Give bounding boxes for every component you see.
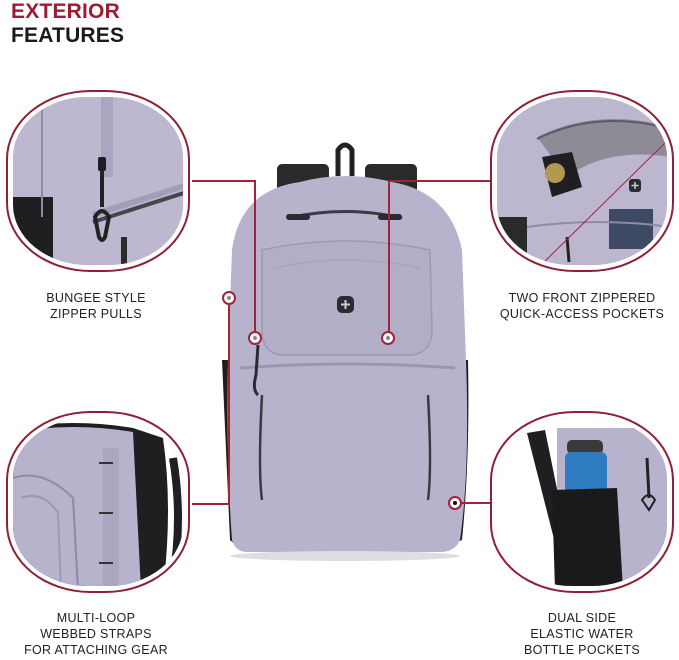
water-bottle-closeup-image [497,418,667,586]
callout-front-pockets [490,90,674,272]
hotspot-water-bottle-pockets[interactable] [448,496,462,510]
hotspot-webbed-straps[interactable] [222,291,236,305]
webbed-strap-closeup-image [13,418,183,586]
caption-front-pockets: TWO FRONT ZIPPERED QUICK-ACCESS POCKETS [499,291,665,321]
caption-zipper-pulls: BUNGEE STYLE ZIPPER PULLS [46,291,146,321]
connector-line [228,305,230,505]
zipper-pull-closeup-image [13,97,183,265]
connector-line [192,180,256,182]
caption-webbed-straps: MULTI-LOOP WEBBED STRAPS FOR ATTACHING G… [24,611,168,657]
front-pocket-closeup-image [497,97,667,265]
hotspot-front-pockets[interactable] [381,331,395,345]
title-exterior: EXTERIOR [11,0,120,23]
connector-line [388,180,490,182]
connector-line [254,180,256,332]
connector-line [388,180,390,332]
callout-zipper-pulls [6,90,190,272]
caption-water-bottle-pockets: DUAL SIDE ELASTIC WATER BOTTLE POCKETS [523,611,641,657]
connector-line [192,503,230,505]
hotspot-zipper-pulls[interactable] [248,331,262,345]
connector-line [462,502,490,504]
title-features: FEATURES [11,24,125,47]
callout-water-bottle-pockets [490,411,674,593]
callout-webbed-straps [6,411,190,593]
